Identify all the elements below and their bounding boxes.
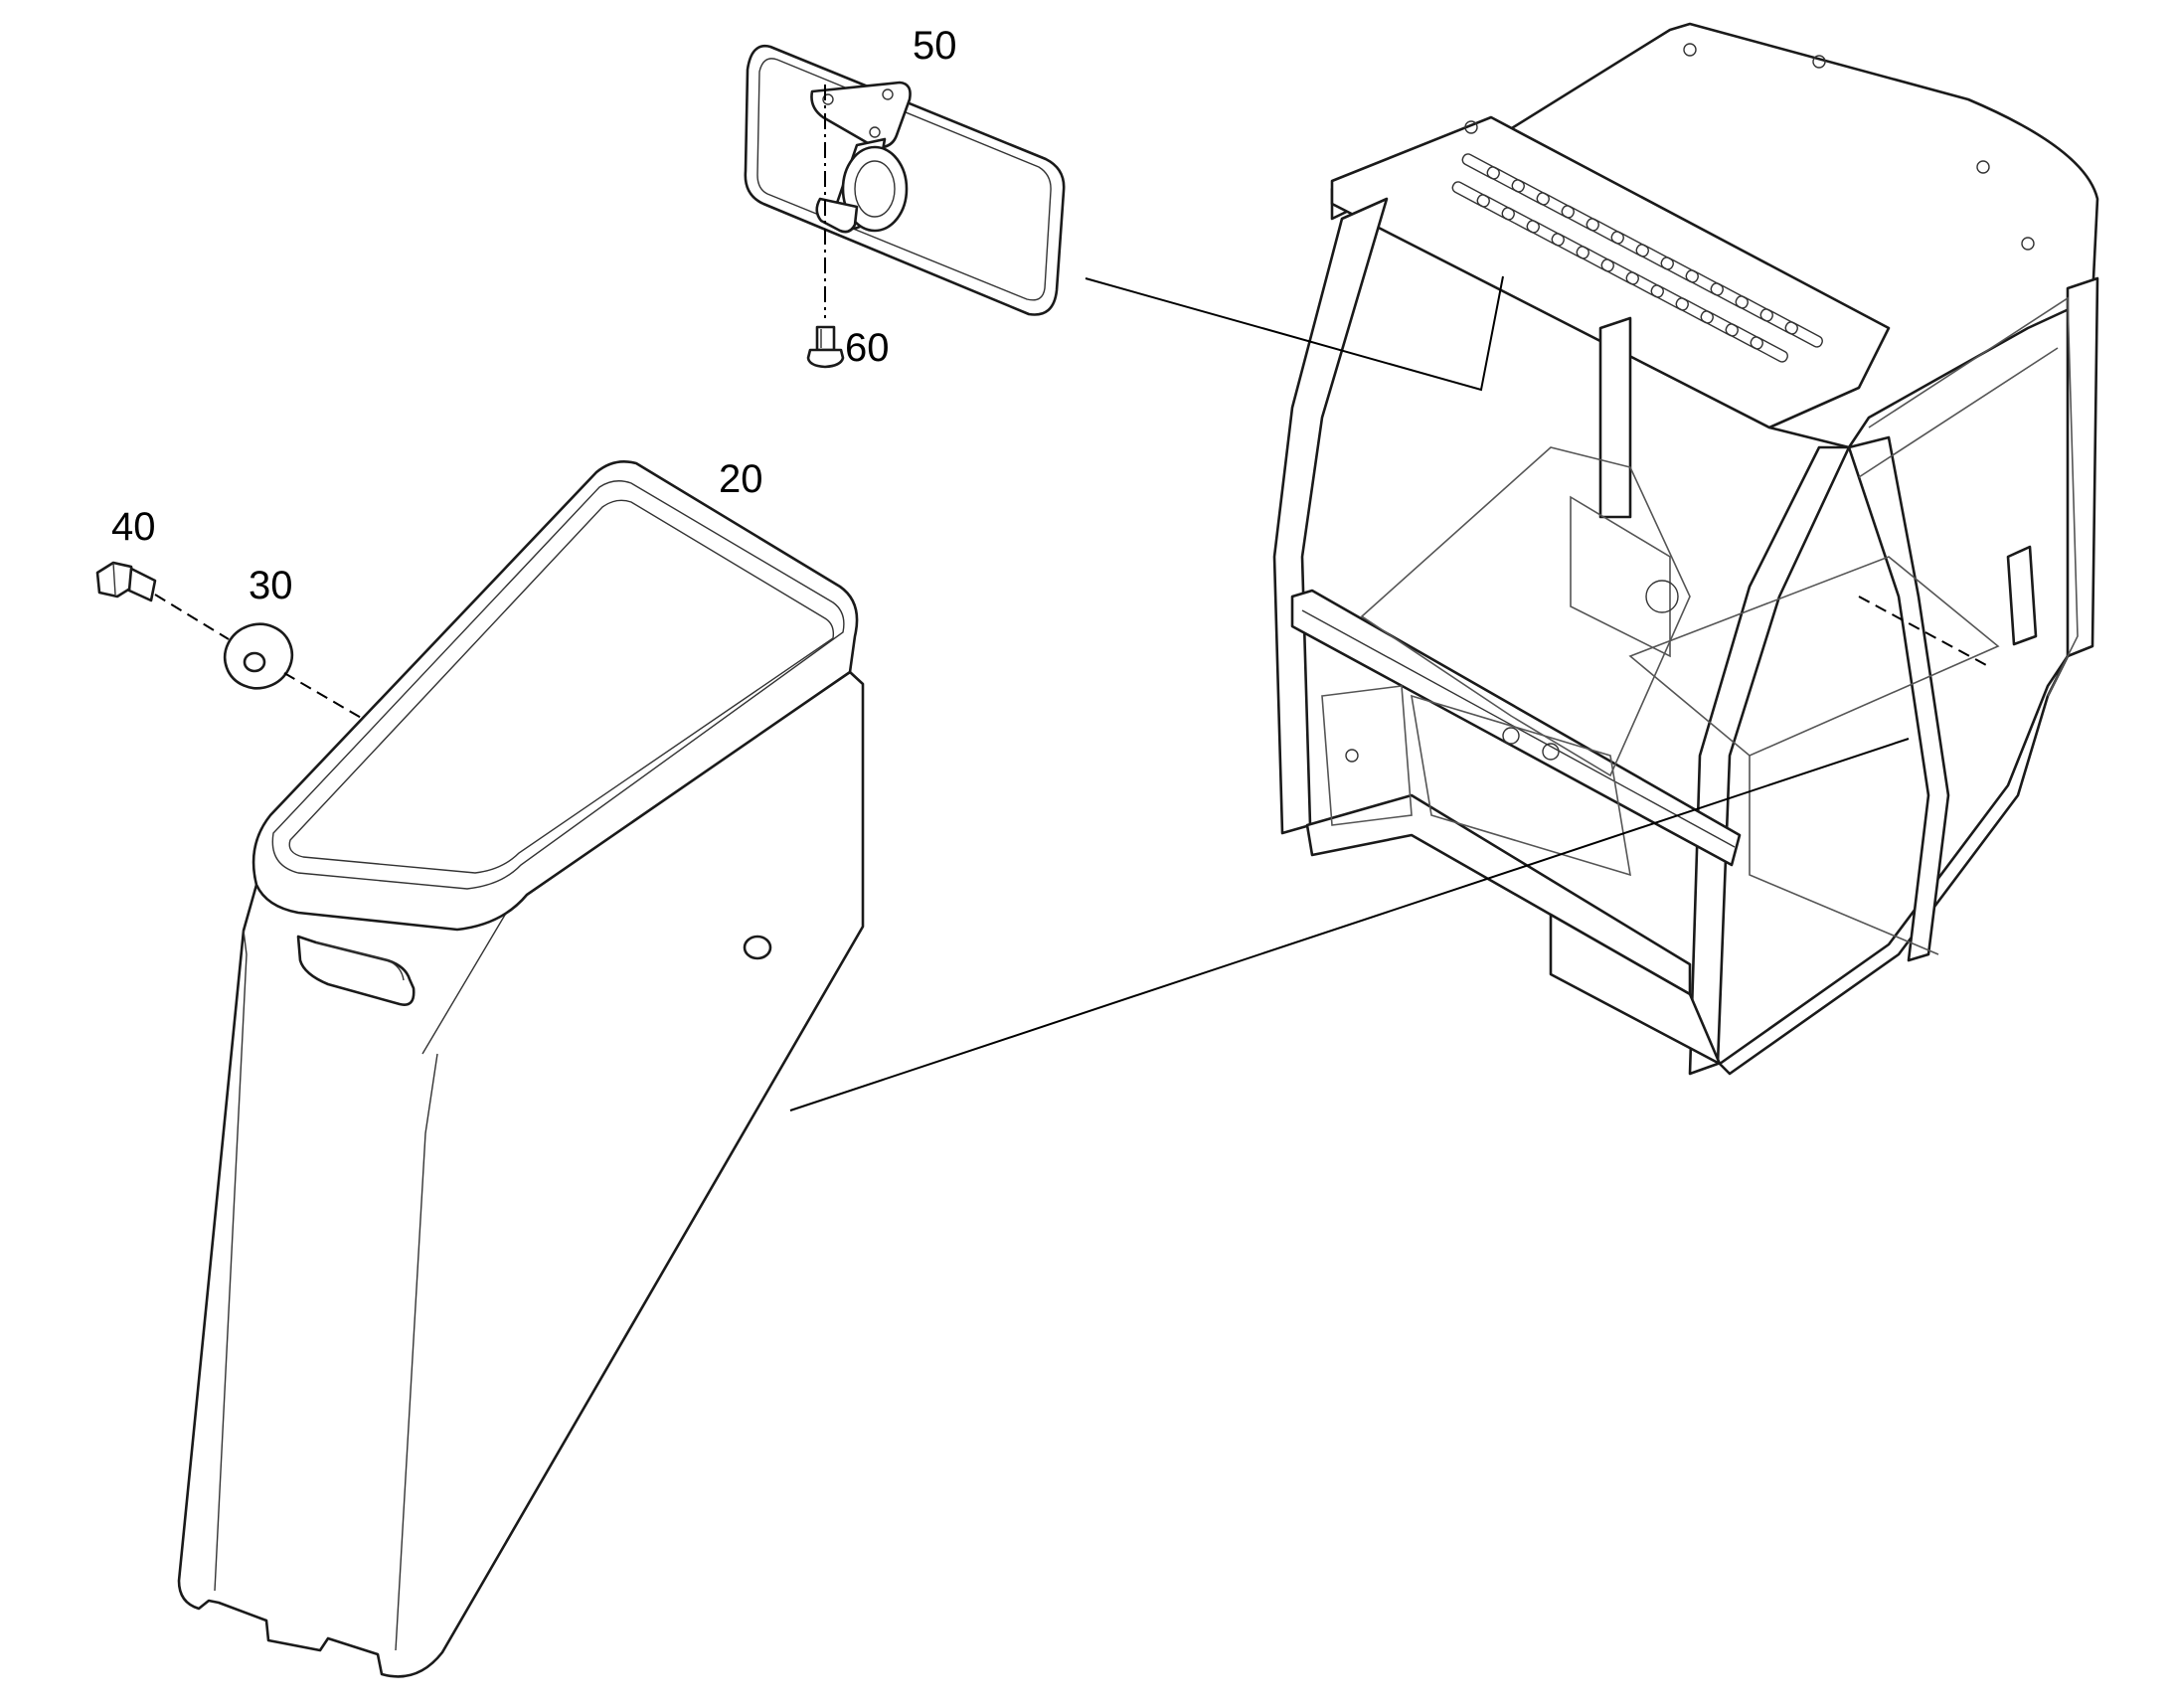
armrest-console <box>177 460 865 1678</box>
bolt-40 <box>95 561 157 602</box>
assembly-axis-1 <box>154 594 230 640</box>
cab-frame <box>1272 22 2099 1076</box>
leader-armrest-to-cab <box>789 738 1910 1111</box>
washer-30 <box>223 622 294 690</box>
callout-label-30: 30 <box>249 564 293 607</box>
screw-60 <box>806 325 845 369</box>
roof-vent-slots <box>1451 153 1823 363</box>
callout-label-50: 50 <box>913 24 957 68</box>
leader-mirror-to-cab <box>1085 275 1504 392</box>
callout-label-60: 60 <box>845 326 890 370</box>
callout-label-20: 20 <box>719 457 763 501</box>
rear-view-mirror <box>744 44 1066 318</box>
callout-label-40: 40 <box>111 505 156 549</box>
